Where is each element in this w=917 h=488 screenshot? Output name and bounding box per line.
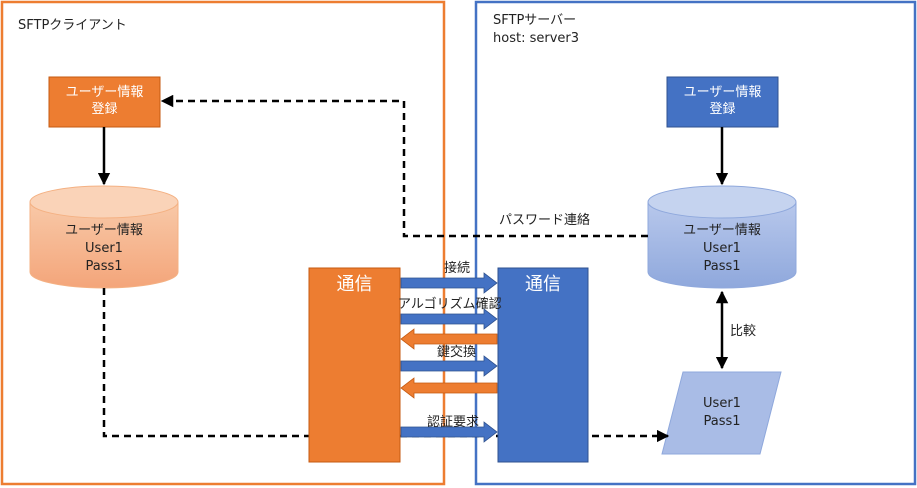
server-comm-label: 通信: [525, 274, 561, 295]
server-register-line2: 登録: [709, 102, 736, 117]
algorithm-arrow-right: [400, 308, 498, 330]
client-register-line2: 登録: [91, 102, 118, 117]
compare-label: 比較: [730, 324, 757, 339]
server-input-line1: User1: [703, 396, 741, 411]
algorithm-confirm-label: アルゴリズム確認: [398, 297, 502, 312]
client-register-box: [48, 76, 161, 128]
client-db-line1: ユーザー情報: [65, 223, 143, 238]
client-register-label: ユーザー情報 登録: [49, 84, 160, 118]
server-comm-box: [497, 267, 589, 463]
server-title: SFTPサーバー: [493, 13, 577, 28]
client-db-line2: User1: [85, 241, 123, 256]
client-db-label: ユーザー情報 User1 Pass1: [30, 222, 178, 276]
server-input-label: User1 Pass1: [670, 395, 774, 431]
credential-send-line: [102, 288, 670, 443]
server-db-line1: ユーザー情報: [683, 223, 761, 238]
server-host: host: server3: [493, 31, 579, 46]
connect-arrow: [400, 272, 498, 294]
key-exchange-arrow-left: [400, 377, 498, 399]
auth-request-arrow: [400, 421, 498, 443]
client-title: SFTPクライアント: [18, 18, 127, 33]
client-comm-box: [308, 267, 401, 463]
connect-label: 接続: [444, 261, 471, 276]
password-contact-label: パスワード連絡: [499, 213, 591, 228]
server-register-line1: ユーザー情報: [683, 85, 762, 100]
server-db-cylinder: [647, 185, 797, 289]
password-contact-line: [160, 94, 648, 238]
server-db-line2: User1: [703, 241, 741, 256]
server-frame: [474, 0, 917, 486]
server-input-line2: Pass1: [703, 414, 741, 429]
server-db-line3: Pass1: [703, 259, 741, 274]
client-comm-label: 通信: [336, 274, 373, 295]
key-exchange-arrow-right: [400, 355, 498, 377]
auth-request-label: 認証要求: [427, 415, 480, 430]
client-register-line1: ユーザー情報: [65, 85, 144, 100]
client-frame: [0, 0, 446, 486]
key-exchange-label: 鍵交換: [437, 345, 477, 360]
server-input-parallelogram: [661, 371, 782, 455]
client-db-cylinder: [29, 185, 179, 289]
client-db-line3: Pass1: [85, 259, 123, 274]
server-register-label: ユーザー情報 登録: [667, 84, 778, 118]
server-db-label: ユーザー情報 User1 Pass1: [648, 222, 796, 276]
algorithm-arrow-left: [400, 328, 498, 350]
